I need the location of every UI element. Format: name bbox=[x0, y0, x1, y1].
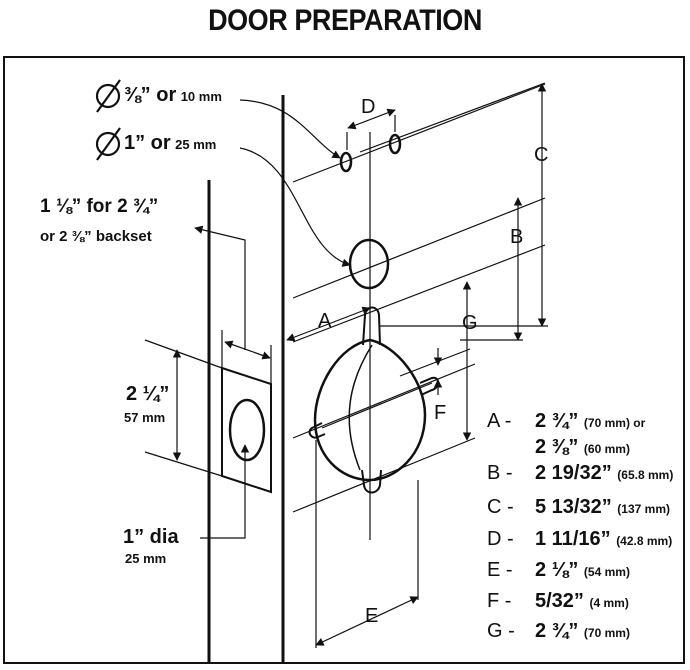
leader-backset bbox=[194, 225, 246, 350]
large-hole bbox=[348, 238, 390, 290]
backset-note-line2: or 2 ⅜” backset bbox=[40, 228, 152, 245]
edge-hole bbox=[228, 398, 266, 462]
legend-key: C - bbox=[487, 496, 514, 518]
legend-row-f: F - 5/32” (4 mm) bbox=[487, 590, 629, 613]
legend-key: B - bbox=[487, 462, 513, 484]
dim-letter-d: D bbox=[361, 96, 376, 118]
legend-mm: (42.8 mm) bbox=[616, 534, 673, 548]
legend-key: E - bbox=[487, 559, 513, 581]
legend-key: G - bbox=[487, 620, 515, 642]
dim-letter-c: C bbox=[534, 144, 549, 166]
dim-letter-a: A bbox=[318, 310, 332, 332]
edge-height-label: 2 ¼” bbox=[126, 383, 170, 405]
backset-note-line1: 1 ⅛” for 2 ¾” bbox=[40, 196, 159, 217]
edge-hole-mm: 25 mm bbox=[125, 551, 167, 566]
legend-mm: (70 mm) or bbox=[583, 416, 646, 430]
small-hole-size: ⅜” or bbox=[124, 84, 177, 106]
legend-key: D - bbox=[487, 528, 514, 550]
legend-row-d: D - 1 11/16” (42.8 mm) bbox=[487, 528, 672, 551]
legend-key: A - bbox=[487, 410, 512, 432]
edge-hole-label: 1” dia bbox=[123, 526, 179, 548]
leader-small-hole bbox=[239, 99, 341, 159]
legend-row-g: G - 2 ¾” (70 mm) bbox=[487, 620, 630, 643]
diameter-symbol-icon bbox=[95, 131, 121, 157]
bore-left-lobe bbox=[308, 422, 326, 439]
legend-key: F - bbox=[487, 590, 512, 612]
edge-latch-plate bbox=[221, 366, 272, 494]
diagram-frame bbox=[3, 56, 685, 664]
dim-letter-f: F bbox=[434, 402, 447, 424]
edge-height-mm: 57 mm bbox=[124, 410, 166, 425]
legend-row-a2: 2 ⅜” (60 mm) bbox=[487, 436, 630, 459]
legend-value: 2 ¾” bbox=[535, 410, 579, 432]
legend-mm: (54 mm) bbox=[583, 565, 630, 579]
legend-row-a: A - 2 ¾” (70 mm) or bbox=[487, 410, 645, 433]
large-hole-label: 1” or 25 mm bbox=[124, 132, 216, 155]
diameter-symbol-icon bbox=[95, 83, 121, 109]
legend-row-c: C - 5 13/32” (137 mm) bbox=[487, 496, 670, 519]
legend-row-b: B - 2 19/32” (65.8 mm) bbox=[487, 462, 673, 485]
small-hole-label: ⅜” or 10 mm bbox=[124, 84, 222, 107]
bore-inner-curve bbox=[348, 344, 373, 471]
legend-mm: (65.8 mm) bbox=[617, 468, 674, 482]
dim-letter-b: B bbox=[510, 226, 524, 248]
legend-row-e: E - 2 ⅛” (54 mm) bbox=[487, 559, 630, 582]
legend-mm: (60 mm) bbox=[583, 442, 630, 456]
bore-bottom-lobe bbox=[361, 469, 382, 494]
small-hole-mm: 10 mm bbox=[180, 89, 222, 104]
page-title: DOOR PREPARATION bbox=[208, 4, 482, 37]
dim-letter-e: E bbox=[365, 605, 379, 627]
legend-value: 2 ⅜” bbox=[535, 436, 579, 458]
legend-mm: (70 mm) bbox=[583, 626, 630, 640]
legend-value: 2 ⅛” bbox=[535, 559, 579, 581]
large-hole-mm: 25 mm bbox=[175, 137, 217, 152]
leader-large-hole bbox=[239, 147, 351, 267]
leader-edge-hole bbox=[200, 444, 250, 539]
bore-inner-chord bbox=[321, 382, 433, 429]
dim-letter-g: G bbox=[462, 312, 478, 334]
legend-mm: (4 mm) bbox=[589, 596, 629, 610]
large-hole-size: 1” or bbox=[124, 132, 171, 154]
legend-value: 5 13/32” bbox=[535, 496, 612, 518]
legend-value: 5/32” bbox=[535, 590, 584, 612]
small-hole-left bbox=[339, 151, 353, 173]
legend-value: 2 ¾” bbox=[535, 620, 579, 642]
legend-value: 2 19/32” bbox=[535, 462, 612, 484]
legend-mm: (137 mm) bbox=[617, 502, 670, 516]
legend-value: 1 11/16” bbox=[535, 528, 611, 550]
